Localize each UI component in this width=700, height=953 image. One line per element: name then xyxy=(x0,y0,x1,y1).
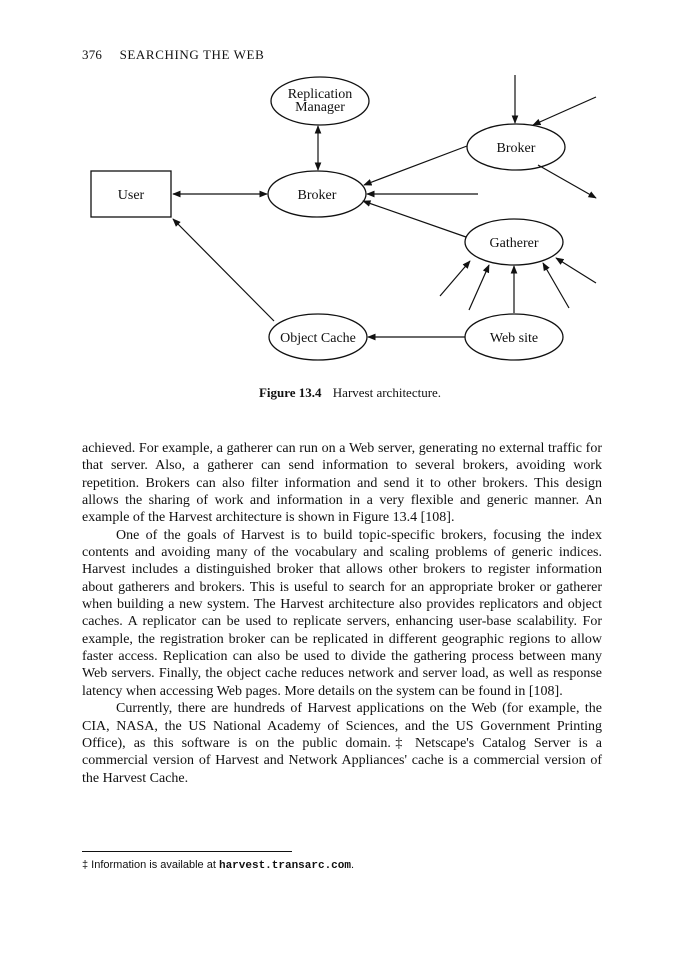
edge-gatherer-to-center-broker xyxy=(362,200,467,238)
footnote: ‡ Information is available at harvest.tr… xyxy=(82,859,354,872)
edge-external-4-to-gatherer xyxy=(555,257,597,284)
figure-caption-label: Figure 13.4 xyxy=(258,385,322,400)
page-number: 376 xyxy=(82,47,103,62)
paragraph-3: Currently, there are hundreds of Harvest… xyxy=(82,701,602,786)
replication-manager-label-line1: Replication xyxy=(288,87,353,102)
gatherer-node: Gatherer xyxy=(464,218,564,266)
web-site-node: Web site xyxy=(464,313,564,361)
figure-caption-text: Harvest architecture. xyxy=(332,385,442,400)
edge-external-3-to-gatherer xyxy=(542,262,570,309)
footnote-divider xyxy=(82,851,292,852)
edge-external-2-to-gatherer xyxy=(468,264,490,311)
running-title: SEARCHING THE WEB xyxy=(119,47,265,62)
broker-center-node: Broker xyxy=(267,170,367,218)
edge-right-broker-to-center-broker xyxy=(363,145,468,186)
harvest-architecture-diagram: Replication Manager User Broker Broker G… xyxy=(90,75,597,361)
edge-object-cache-to-user xyxy=(172,218,275,322)
user-label: User xyxy=(118,188,145,203)
web-site-label: Web site xyxy=(490,331,538,346)
footnote-url: harvest.transarc.com xyxy=(218,860,351,872)
edge-external-1-to-gatherer xyxy=(439,260,471,297)
object-cache-node: Object Cache xyxy=(268,313,368,361)
object-cache-label: Object Cache xyxy=(280,331,356,346)
broker-right-label: Broker xyxy=(497,141,536,156)
edge-broker-right-to-external xyxy=(537,164,597,199)
running-header: 376 SEARCHING THE WEB xyxy=(82,47,264,63)
replication-manager-label-line2: Manager xyxy=(295,100,345,115)
paragraph-2: One of the goals of Harvest is to build … xyxy=(82,527,602,699)
body-text: achieved. For example, a gatherer can ru… xyxy=(82,440,602,787)
gatherer-label: Gatherer xyxy=(490,236,539,251)
footnote-prefix: ‡ Information is available at xyxy=(82,859,219,871)
broker-right-node: Broker xyxy=(466,123,566,171)
paragraph-1: achieved. For example, a gatherer can ru… xyxy=(82,441,602,526)
replication-manager-node: Replication Manager xyxy=(270,76,370,126)
user-node: User xyxy=(90,170,172,218)
footnote-suffix: . xyxy=(351,859,355,871)
broker-center-label: Broker xyxy=(298,188,337,203)
edge-external-topright-to-broker xyxy=(532,96,597,126)
figure-caption: Figure 13.4 Harvest architecture. xyxy=(0,385,700,401)
